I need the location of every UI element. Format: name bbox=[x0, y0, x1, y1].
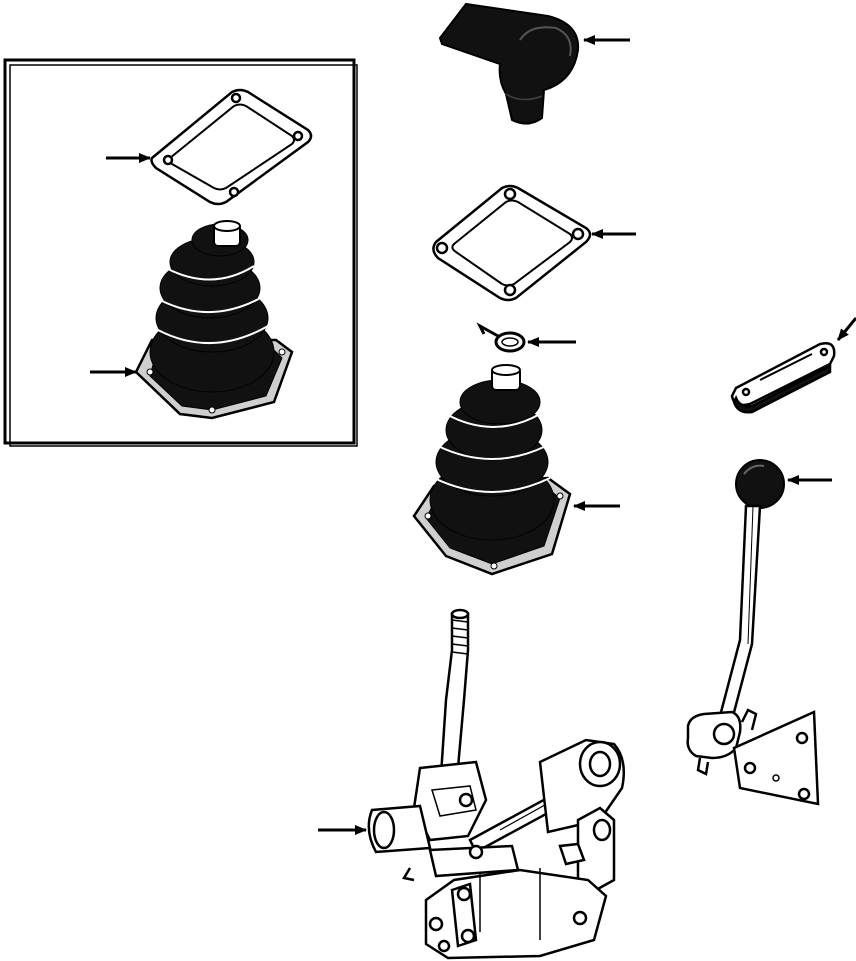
inset-frame bbox=[3, 58, 358, 447]
inset-dust-boot bbox=[134, 220, 294, 420]
shift-handle bbox=[438, 2, 580, 125]
dust-boot-main bbox=[412, 364, 572, 576]
shift-tower-assembly bbox=[367, 608, 625, 960]
secondary-lever-assembly bbox=[686, 504, 820, 806]
callout-arrow-indicator-plate bbox=[836, 317, 856, 341]
lever-knob bbox=[735, 459, 785, 509]
retainer-plate-main bbox=[432, 184, 592, 302]
indicator-plate bbox=[730, 342, 836, 414]
clip-ring bbox=[476, 322, 526, 353]
inset-retainer-plate bbox=[150, 88, 313, 206]
